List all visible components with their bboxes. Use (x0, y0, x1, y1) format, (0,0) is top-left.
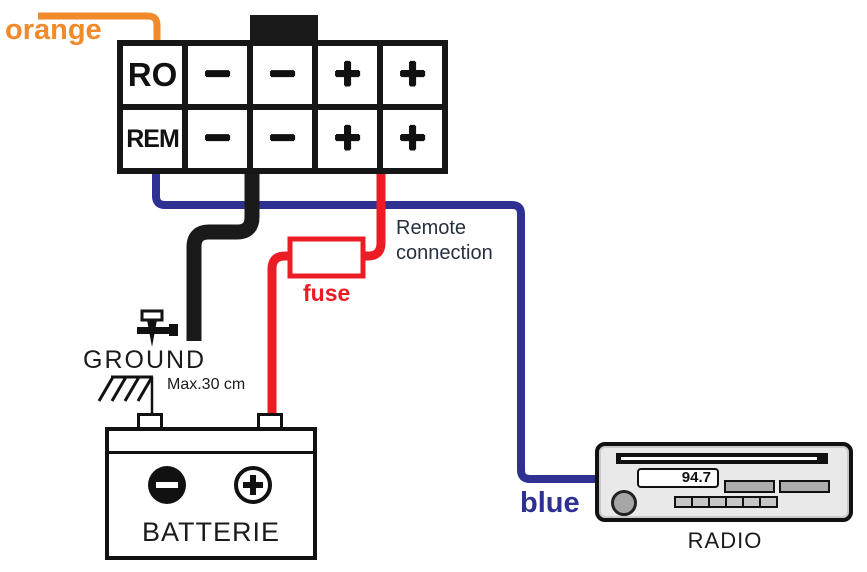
radio-unit: 94.7 (595, 442, 853, 522)
connector-cell-plus-2: + (383, 46, 442, 104)
max-length-label: Max.30 cm (167, 376, 246, 393)
remote-connection-label: Remote connection (396, 217, 493, 264)
connector-cell-plus-1: + (318, 46, 377, 104)
frequency-display: 94.7 (637, 468, 719, 488)
connector-cell-minus-2: − (253, 46, 312, 104)
battery-label: BATTERIE (141, 517, 281, 547)
orange-wire (38, 12, 161, 42)
minus-pole-icon (148, 466, 186, 504)
connector-cell-plus-3: + (318, 110, 377, 168)
connector-cell-minus-1: − (188, 46, 247, 104)
orange-wire-label: orange (5, 14, 102, 46)
connector-tab (250, 15, 318, 41)
radio-button-1 (724, 480, 775, 493)
plus-pole-icon (234, 466, 272, 504)
harness-connector: RO − − + + REM − − + + (117, 40, 448, 174)
volume-knob (611, 490, 637, 516)
fuse-label: fuse (303, 280, 351, 306)
ground-label: GROUND (83, 346, 207, 374)
fuse-body (287, 236, 366, 279)
radio-label: RADIO (687, 528, 763, 553)
connector-cell-plus-4: + (383, 110, 442, 168)
preset-button-row (674, 496, 778, 508)
radio-button-2 (779, 480, 830, 493)
connector-cell-minus-3: − (188, 110, 247, 168)
earth-ground-symbol (97, 375, 154, 402)
connector-cell-minus-4: − (253, 110, 312, 168)
screw-icon (137, 309, 178, 347)
battery: BATTERIE (105, 413, 317, 560)
blue-wire-label: blue (520, 487, 580, 519)
cd-slot (616, 453, 828, 464)
battery-lid-line (109, 451, 313, 454)
black-ground-wire (186, 167, 260, 341)
connector-cell-rem: REM (123, 110, 182, 168)
battery-body (105, 427, 317, 560)
blue-remote-wire (152, 167, 599, 483)
preset-button (759, 496, 778, 508)
connector-cell-ro: RO (123, 46, 182, 104)
